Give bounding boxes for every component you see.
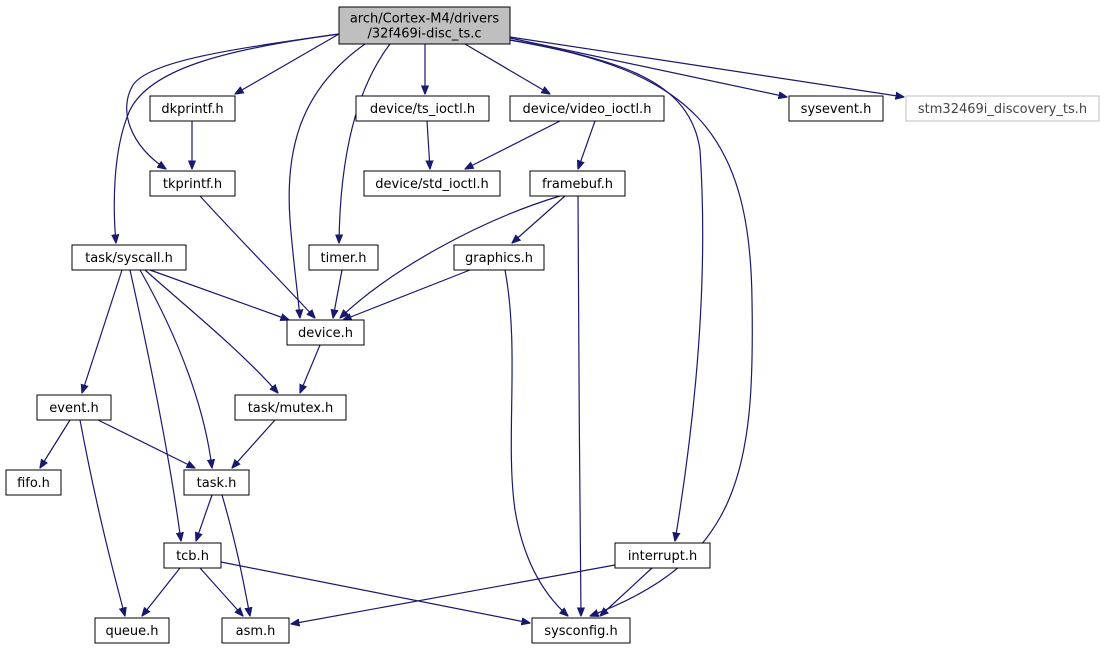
node-label: event.h [49,401,98,416]
node-event[interactable]: event.h [36,394,112,421]
edge-mutex-to-task [232,419,276,468]
edge-tcb-to-queue [142,567,181,616]
node-label: dkprintf.h [161,102,223,117]
node-label: sysevent.h [801,102,872,117]
edge-root-to-sysconfig [509,39,753,616]
edge-event-to-queue [79,419,125,616]
node-label: device.h [298,326,353,341]
edge-framebuf-to-sysconfig [578,195,581,616]
node-syscall[interactable]: task/syscall.h [71,244,187,271]
node-sysevent[interactable]: sysevent.h [788,95,884,122]
edge-root-to-timer [339,43,391,243]
node-std_ioctl[interactable]: device/std_ioctl.h [363,170,501,197]
node-label: device/std_ioctl.h [375,177,489,192]
edge-task-to-asm [221,494,250,616]
edge-event-to-fifo [40,419,71,468]
edge-syscall-to-device [149,269,289,320]
node-timer[interactable]: timer.h [308,244,379,271]
node-ts_ioctl[interactable]: device/ts_ioctl.h [355,95,490,122]
edge-root-to-tkprintf [126,33,340,169]
edge-root-to-device [288,43,366,318]
node-label: sysconfig.h [544,624,617,639]
edge-task-to-tcb [196,494,213,541]
node-interrupt[interactable]: interrupt.h [614,542,711,569]
node-queue[interactable]: queue.h [94,617,170,644]
edge-graphics-to-device [343,269,471,320]
node-label: task/syscall.h [85,251,173,266]
edge-root-to-video_ioctl [464,43,550,94]
node-tkprintf[interactable]: tkprintf.h [149,170,236,197]
node-framebuf[interactable]: framebuf.h [529,170,626,197]
edge-root-to-stm32 [509,36,904,97]
edge-interrupt-to-asm [291,564,616,624]
node-label: timer.h [321,251,367,266]
node-label: framebuf.h [542,177,613,192]
edge-framebuf-to-graphics [512,195,566,243]
node-label: /32f469i-disc_ts.c [367,27,481,42]
node-label: stm32469i_discovery_ts.h [918,102,1087,117]
edge-framebuf-to-device [340,195,561,318]
edge-syscall-to-event [82,269,123,393]
edge-root-to-sysevent [509,37,787,97]
node-dkprintf[interactable]: dkprintf.h [149,95,236,122]
edge-syscall-to-task [139,269,212,468]
node-video_ioctl[interactable]: device/video_ioctl.h [509,95,665,122]
edge-tcb-to-asm [199,567,243,616]
edge-root-to-dkprintf [235,33,340,94]
edge-device-to-mutex [300,344,321,393]
node-label: queue.h [105,624,158,639]
edge-tkprintf-to-device [199,195,315,318]
edge-tcb-to-sysconfig [220,561,530,623]
node-label: fifo.h [17,476,50,491]
edge-timer-to-device [333,269,343,318]
node-label: interrupt.h [628,549,697,564]
edge-ts_ioctl-to-std_ioctl [427,120,430,169]
node-tcb[interactable]: tcb.h [163,542,222,569]
node-asm[interactable]: asm.h [221,617,290,644]
edge-interrupt-to-sysconfig [600,567,653,616]
node-label: tcb.h [176,549,209,564]
edge-event-to-task [97,419,195,468]
edge-root-to-interrupt [509,39,704,541]
node-mutex[interactable]: task/mutex.h [234,394,347,421]
node-task[interactable]: task.h [183,469,250,496]
edge-video_ioctl-to-framebuf [578,120,596,169]
node-fifo[interactable]: fifo.h [5,469,62,496]
edge-video_ioctl-to-std_ioctl [465,120,561,169]
node-device[interactable]: device.h [286,319,365,346]
edge-syscall-to-tcb [129,269,181,541]
node-label: graphics.h [465,251,533,266]
edge-syscall-to-mutex [144,269,278,393]
node-label: tkprintf.h [163,177,222,192]
edge-graphics-to-sysconfig [504,269,568,616]
node-label: asm.h [236,624,276,639]
node-sysconfig[interactable]: sysconfig.h [531,617,631,644]
node-stm32: stm32469i_discovery_ts.h [905,95,1100,122]
node-graphics[interactable]: graphics.h [453,244,545,271]
node-label: arch/Cortex-M4/drivers [350,12,500,27]
node-label: task/mutex.h [248,401,334,416]
node-label: device/ts_ioctl.h [370,102,475,117]
node-label: device/video_ioctl.h [523,102,652,117]
node-root: arch/Cortex-M4/drivers/32f469i-disc_ts.c [338,6,511,45]
node-label: task.h [197,476,237,491]
edge-root-to-syscall [114,33,340,243]
